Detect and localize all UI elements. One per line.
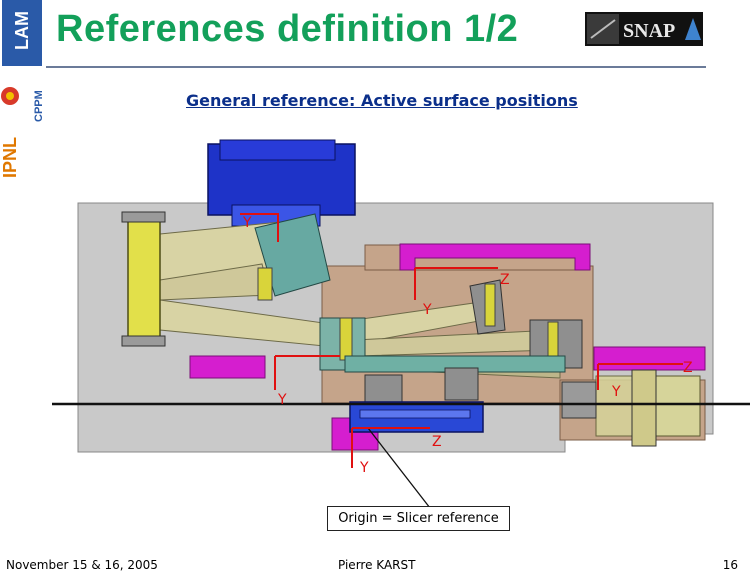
lab-logos: LAM CPPM IPNL [0,0,46,200]
origin-callout: Origin = Slicer reference [327,506,510,531]
snap-logo-text: SNAP [623,20,675,42]
footer-date: November 15 & 16, 2005 [6,558,158,572]
axis-label-y-right: Y [611,384,621,400]
axis-label-y-upper: Y [422,302,432,318]
axis-label-z-right: Z [683,360,693,376]
title-divider [46,66,706,68]
axis-label-y-top: Y [242,215,252,231]
footer-author: Pierre KARST [338,558,416,572]
axis-label-z-upper: Z [500,272,510,288]
cppm-logo: CPPM [33,90,45,122]
snap-logo: SNAP [585,12,703,46]
axis-label-y-left: Y [277,392,287,408]
section-subtitle: General reference: Active surface positi… [186,91,578,110]
optical-bench-diagram: Y Z Y Z Y Y Z Y [52,139,750,509]
lab-logos-graphic: LAM CPPM IPNL [0,0,45,178]
ipnl-logo: IPNL [0,137,20,178]
axis-label-z-slicer: Z [432,434,442,450]
slide-title: References definition 1/2 [56,8,519,50]
lam-logo: LAM [12,11,32,50]
axis-label-y-slicer: Y [359,460,369,476]
footer-page-number: 16 [722,558,738,572]
